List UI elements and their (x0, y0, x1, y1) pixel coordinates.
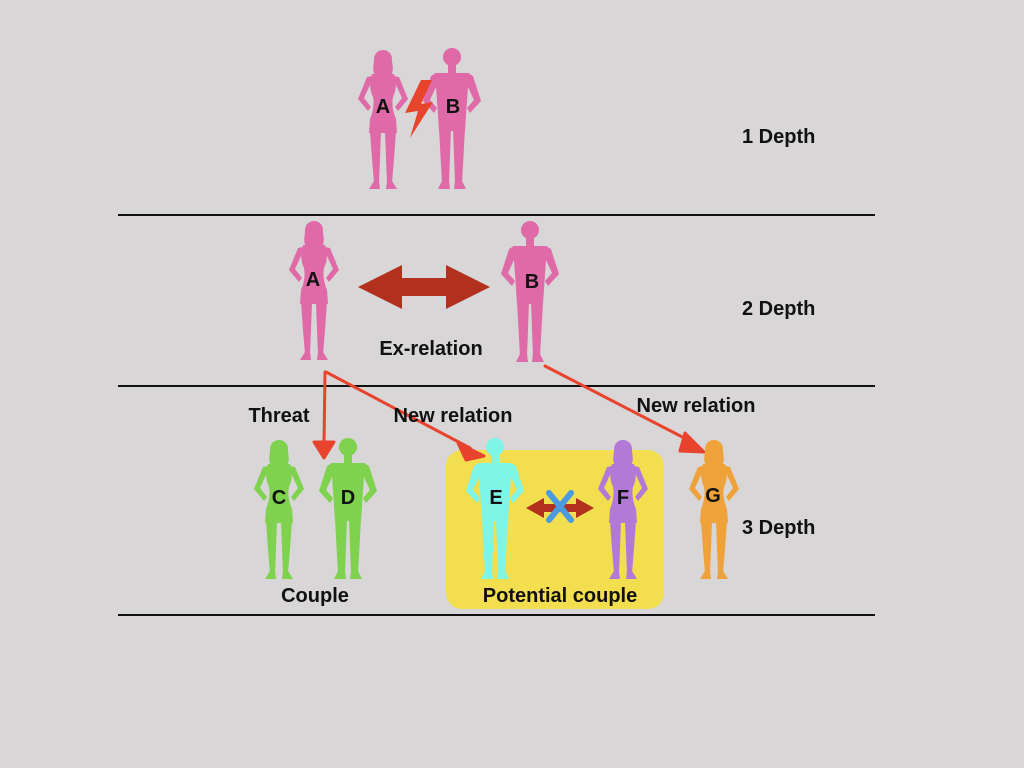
depth-label-1: 1 Depth (742, 126, 815, 148)
label-d: D (341, 487, 355, 509)
label-f: F (617, 487, 629, 509)
person-b-depth1 (423, 48, 481, 189)
person-a-depth1 (358, 50, 408, 189)
threat-arrowhead (312, 440, 336, 460)
ex-relation-label: Ex-relation (379, 338, 482, 360)
label-b-depth2: B (525, 271, 539, 293)
person-c (254, 440, 304, 579)
lightning-bolt-icon (405, 80, 433, 138)
new-relation-label-g: New relation (637, 395, 756, 417)
label-e: E (489, 487, 502, 509)
cross-icon (546, 490, 574, 523)
label-c: C (272, 487, 286, 509)
new-relation-label-e: New relation (394, 405, 513, 427)
new-relation-arrowhead-e (456, 441, 486, 462)
threat-arrow (322, 370, 327, 446)
ex-relation-double-arrow (358, 265, 490, 309)
new-relation-arrowhead-g (678, 431, 706, 454)
potential-couple-label: Potential couple (483, 585, 637, 607)
new-relation-arrow-e (324, 370, 472, 450)
level-separators (118, 214, 875, 616)
couple-label: Couple (281, 585, 349, 607)
relation-arrows (312, 364, 706, 462)
person-g (689, 440, 739, 579)
label-g: G (705, 485, 721, 507)
new-relation-arrow-g (543, 364, 694, 444)
label-b-depth1: B (446, 96, 460, 118)
depth-label-3: 3 Depth (742, 517, 815, 539)
depth-label-2: 2 Depth (742, 298, 815, 320)
threat-label: Threat (248, 405, 309, 427)
label-a-depth2: A (306, 269, 320, 291)
label-a-depth1: A (376, 96, 390, 118)
